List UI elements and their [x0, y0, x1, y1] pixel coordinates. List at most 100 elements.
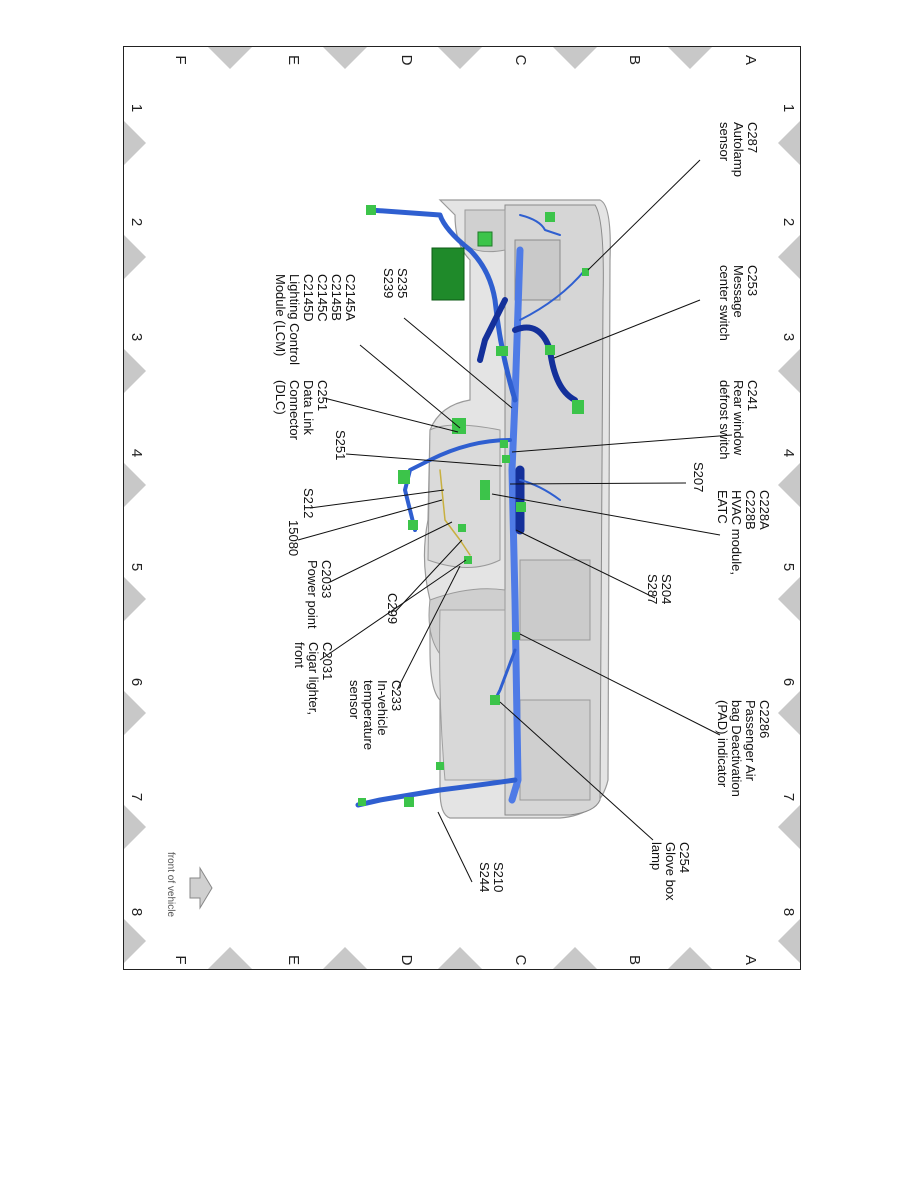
grid-number-right: 7 — [780, 793, 797, 801]
connectors — [358, 205, 589, 807]
callout-c228: C228AC228BHVAC module,EATC — [715, 490, 772, 575]
grid-letter-bottom: F — [172, 955, 189, 964]
grid-number-left: 1 — [128, 104, 145, 112]
callout-line: In-vehicle — [375, 680, 390, 736]
callout-line: S239 — [381, 268, 396, 298]
front-of-vehicle-label: front of vehicle — [165, 852, 176, 917]
grid-marker — [778, 235, 800, 279]
grid-marker — [778, 463, 800, 507]
grid-letter-top: D — [398, 55, 415, 66]
grid-marker — [124, 577, 146, 621]
grid-marker — [778, 691, 800, 735]
callout-line: C253 — [745, 265, 760, 296]
callout-line: lamp — [649, 842, 664, 870]
callout-line: Power point — [305, 560, 320, 629]
grid-marker — [124, 235, 146, 279]
grid-marker — [124, 805, 146, 849]
grid-number-right: 6 — [780, 678, 797, 686]
callout-line: EATC — [715, 490, 730, 524]
grid-letter-top: C — [512, 55, 529, 66]
callout-line: S251 — [333, 430, 348, 460]
callout-line: C2031 — [320, 642, 335, 680]
grid-markers — [124, 47, 800, 969]
callout-s204: S204S287 — [645, 574, 674, 604]
callout-c2286: C2286Passenger Airbag Deactivation(PAD) … — [715, 700, 772, 797]
callout-line: C241 — [745, 380, 760, 411]
grid-marker — [124, 349, 146, 393]
callout-line: center switch — [717, 265, 732, 341]
grid-number-right: 5 — [780, 563, 797, 571]
callout-c299: C299 — [385, 593, 400, 624]
grid-letter-top: A — [742, 55, 759, 65]
grid-marker — [778, 349, 800, 393]
callout-line: 15080 — [286, 520, 301, 556]
grid-marker — [778, 121, 800, 165]
grid-letter-top: F — [172, 55, 189, 64]
callout-line: HVAC module, — [729, 490, 744, 575]
callout-line: bag Deactivation — [729, 700, 744, 797]
callout-s212: S212 — [301, 488, 316, 518]
callout-line: C254 — [677, 842, 692, 873]
callout-c287: C287Autolampsensor — [717, 122, 760, 177]
grid-number-left: 5 — [128, 563, 145, 571]
callout-line: C2145D — [301, 274, 316, 322]
callout-c233: C233In-vehicletemperaturesensor — [347, 680, 404, 750]
callout-line: Lighting Control — [287, 274, 302, 365]
callout-line: Module (LCM) — [273, 274, 288, 356]
callout-line: C2286 — [757, 700, 772, 738]
grid-marker — [323, 47, 367, 69]
grid-marker — [323, 947, 367, 969]
grid-number-left: 7 — [128, 793, 145, 801]
grid-marker — [778, 919, 800, 963]
callout-c251: C251Data LinkConnector(DLC) — [273, 380, 330, 441]
grid-marker — [124, 919, 146, 963]
grid-marker — [208, 47, 252, 69]
grid-letter-bottom: B — [626, 955, 643, 965]
callout-line: C2145B — [329, 274, 344, 321]
callout-line: C228B — [743, 490, 758, 530]
callout-line: Glove box — [663, 842, 678, 901]
grid-letter-bottom: C — [512, 955, 529, 966]
callout-line: sensor — [717, 122, 732, 162]
callout-line: sensor — [347, 680, 362, 720]
grid-number-right: 1 — [780, 104, 797, 112]
callout-line: S287 — [645, 574, 660, 604]
callout-line: C251 — [315, 380, 330, 411]
callout-line: S235 — [395, 268, 410, 298]
grid-marker — [668, 947, 712, 969]
callout-c254: C254Glove boxlamp — [649, 842, 692, 901]
callout-line: (PAD) indicator — [715, 700, 730, 788]
callout-line: Data Link — [301, 380, 316, 435]
grid-marker — [553, 947, 597, 969]
grid-letter-top: B — [626, 55, 643, 65]
grid-letter-top: E — [285, 55, 302, 65]
grid-marker — [553, 47, 597, 69]
callout-line: C2033 — [319, 560, 334, 598]
callout-line: S204 — [659, 574, 674, 604]
grid-number-right: 8 — [780, 908, 797, 916]
grid-marker — [124, 463, 146, 507]
callout-line: Autolamp — [731, 122, 746, 177]
callout-line: C2145A — [343, 274, 358, 321]
callout-line: C233 — [389, 680, 404, 711]
grid-marker — [778, 577, 800, 621]
grid-letter-bottom: E — [285, 955, 302, 965]
grid-number-left: 4 — [128, 449, 145, 457]
grid-marker — [778, 805, 800, 849]
grid-marker — [124, 121, 146, 165]
grid-number-right: 3 — [780, 333, 797, 341]
callout-line: C287 — [745, 122, 760, 153]
callout-line: C2145C — [315, 274, 330, 322]
callout-s235: S235S239 — [381, 268, 410, 298]
callout-line: temperature — [361, 680, 376, 750]
callout-c2145: C2145AC2145BC2145CC2145DLighting Control… — [273, 274, 358, 365]
callout-line: Rear window — [731, 380, 746, 456]
callout-line: front — [292, 642, 307, 668]
callout-line: Cigar lighter, — [306, 642, 321, 715]
grid-number-left: 3 — [128, 333, 145, 341]
callout-c253: C253Messagecenter switch — [717, 265, 760, 341]
callout-line: Message — [731, 265, 746, 318]
